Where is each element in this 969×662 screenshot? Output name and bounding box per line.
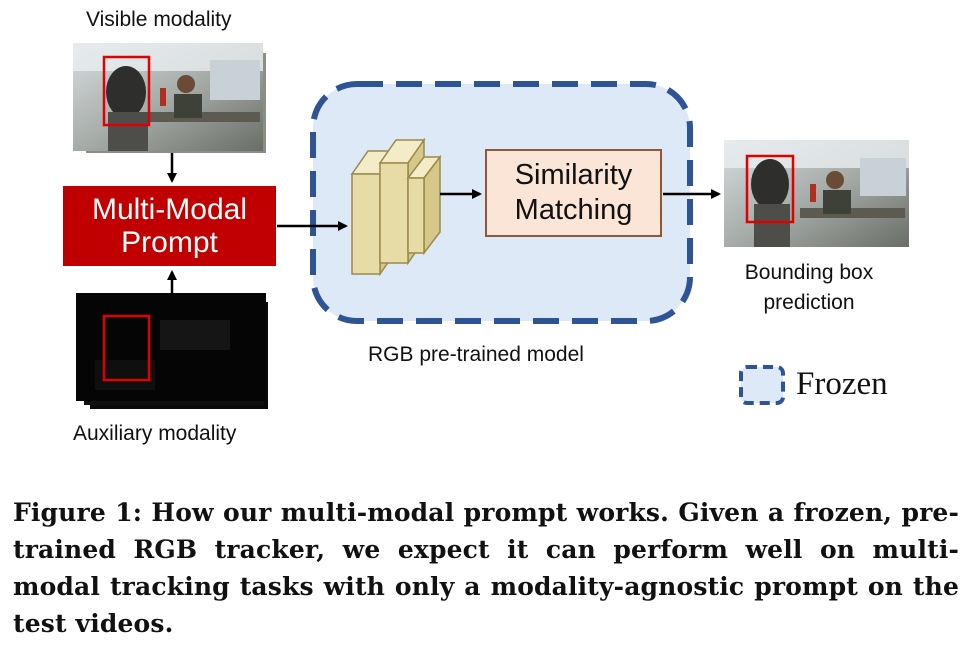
legend-frozen-swatch (739, 365, 785, 405)
bbox-line1: Bounding box (744, 261, 874, 284)
auxiliary-frames-icon (76, 293, 268, 409)
legend-frozen-label: Frozen (796, 366, 888, 402)
bbox-line2: prediction (763, 291, 855, 314)
visible-modality-label: Visible modality (86, 8, 232, 31)
figure-caption: Figure 1: How our multi-modal prompt wor… (13, 498, 959, 638)
feature-blocks-icon (350, 137, 442, 277)
prompt-line2: Prompt (121, 226, 218, 259)
prompt-line1: Multi-Modal (91, 193, 248, 226)
rgb-model-label: RGB pre-trained model (368, 343, 584, 366)
visible-frames-icon (73, 43, 266, 153)
bbox-prediction-label: Bounding box prediction (740, 258, 878, 318)
visible-target-bbox (102, 55, 151, 127)
output-frame-icon (724, 140, 909, 247)
auxiliary-modality-label: Auxiliary modality (73, 422, 237, 445)
multi-modal-prompt-box: Multi-Modal Prompt (63, 186, 276, 266)
similarity-line2: Matching (514, 194, 633, 226)
auxiliary-target-bbox (102, 314, 151, 382)
predicted-bbox (745, 154, 795, 224)
similarity-matching-box: Similarity Matching (485, 149, 662, 237)
similarity-line1: Similarity (514, 159, 633, 191)
